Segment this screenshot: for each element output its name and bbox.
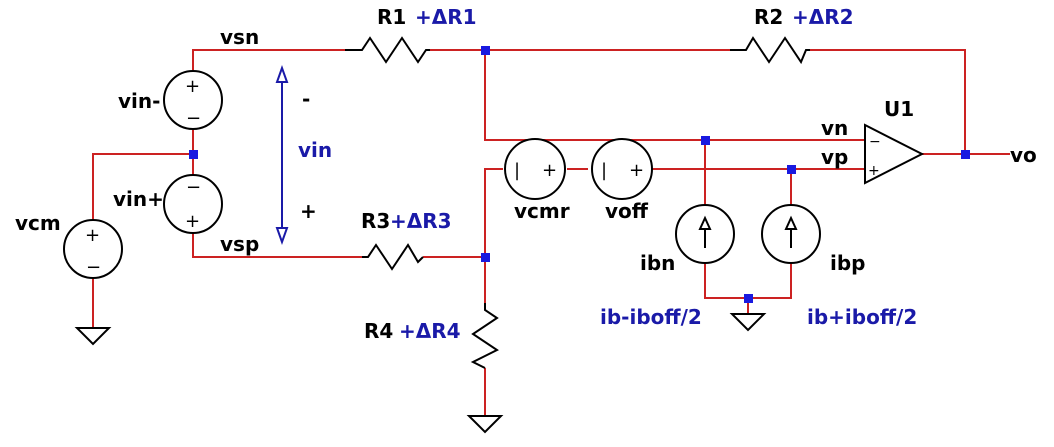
- source-plus-mark: +: [542, 160, 557, 181]
- net-label-vp: vp: [821, 145, 848, 169]
- label-ibn: ibn: [640, 251, 675, 275]
- label-r3-delta: +ΔR3: [390, 209, 452, 233]
- net-label-vo: vo: [1010, 143, 1037, 167]
- arrow-down-icon: [275, 227, 289, 245]
- source-plus-mark: +: [185, 211, 200, 232]
- opamp-minus-mark: −: [869, 134, 881, 150]
- resistor-r1[interactable]: [345, 36, 430, 64]
- net-label-vsp: vsp: [220, 232, 259, 256]
- label-vcm: vcm: [15, 211, 61, 235]
- voltage-source-vcm[interactable]: + −: [63, 219, 123, 279]
- voltage-source-vin-plus[interactable]: − +: [163, 174, 223, 234]
- label-ibp-value: ib+iboff/2: [807, 305, 917, 329]
- wire-r2-out: [810, 49, 966, 154]
- net-label-vn: vn: [821, 116, 848, 140]
- vin-indicator-arrow: [275, 65, 289, 245]
- opamp-u1[interactable]: − +: [864, 123, 925, 185]
- wire-vn: [484, 50, 865, 141]
- wire-ib-bottom: [704, 263, 792, 299]
- voltage-source-vin-minus[interactable]: + −: [163, 70, 223, 130]
- label-r1-delta: +ΔR1: [415, 5, 477, 29]
- ground-icon: [74, 327, 112, 346]
- wire-vsp: [192, 232, 362, 258]
- label-u1: U1: [884, 97, 914, 121]
- label-r2: R2: [754, 5, 783, 29]
- junction-dot: [787, 165, 796, 174]
- junction-nodes: [189, 46, 970, 303]
- label-ibp: ibp: [830, 251, 866, 275]
- ground-icon: [466, 415, 504, 434]
- label-r4-delta: +ΔR4: [399, 319, 461, 343]
- resistor-r4[interactable]: [470, 303, 499, 369]
- wire-vcmr-in: [484, 168, 503, 257]
- voltage-source-voff[interactable]: | +: [591, 138, 653, 200]
- label-vin-minus: vin-: [118, 89, 160, 113]
- source-bar-mark: |: [601, 160, 607, 181]
- current-arrow-icon: [784, 215, 798, 230]
- resistor-r2[interactable]: [730, 36, 810, 65]
- current-arrow-icon: [698, 215, 712, 230]
- source-minus-mark: −: [86, 257, 101, 278]
- current-source-ibn[interactable]: [675, 204, 735, 264]
- ground-icon: [729, 313, 767, 332]
- junction-dot: [189, 150, 198, 159]
- opamp-plus-mark: +: [868, 163, 880, 179]
- wire-vsn: [192, 49, 345, 70]
- label-r1: R1: [377, 5, 406, 29]
- junction-dot: [701, 136, 710, 145]
- arrow-up-icon: [275, 65, 289, 83]
- label-r3: R3: [361, 209, 390, 233]
- resistor-r3[interactable]: [362, 243, 424, 271]
- current-source-ibp[interactable]: [761, 204, 821, 264]
- wire-vcm-top: [92, 153, 193, 220]
- label-ibn-value: ib-iboff/2: [600, 305, 702, 329]
- label-vin-minus-sign: -: [302, 87, 310, 111]
- label-vcmr: vcmr: [514, 199, 570, 223]
- label-voff: voff: [605, 199, 649, 223]
- source-plus-mark: +: [85, 225, 100, 246]
- label-vin-plus: vin+: [113, 187, 164, 211]
- label-r2-delta: +ΔR2: [792, 5, 854, 29]
- junction-dot: [744, 294, 753, 303]
- source-bar-mark: |: [514, 160, 520, 181]
- junction-dot: [481, 253, 490, 262]
- voltage-source-vcmr[interactable]: | +: [504, 138, 566, 200]
- source-plus-mark: +: [629, 160, 644, 181]
- label-r4: R4: [364, 319, 393, 343]
- junction-dot: [961, 150, 970, 159]
- source-plus-mark: +: [185, 76, 200, 97]
- label-vin-plus-sign: +: [300, 199, 317, 223]
- net-label-vsn: vsn: [220, 25, 259, 49]
- source-minus-mark: −: [186, 108, 201, 129]
- junction-dot: [481, 46, 490, 55]
- source-minus-mark: −: [186, 177, 201, 198]
- label-vin-indicator: vin: [298, 138, 332, 162]
